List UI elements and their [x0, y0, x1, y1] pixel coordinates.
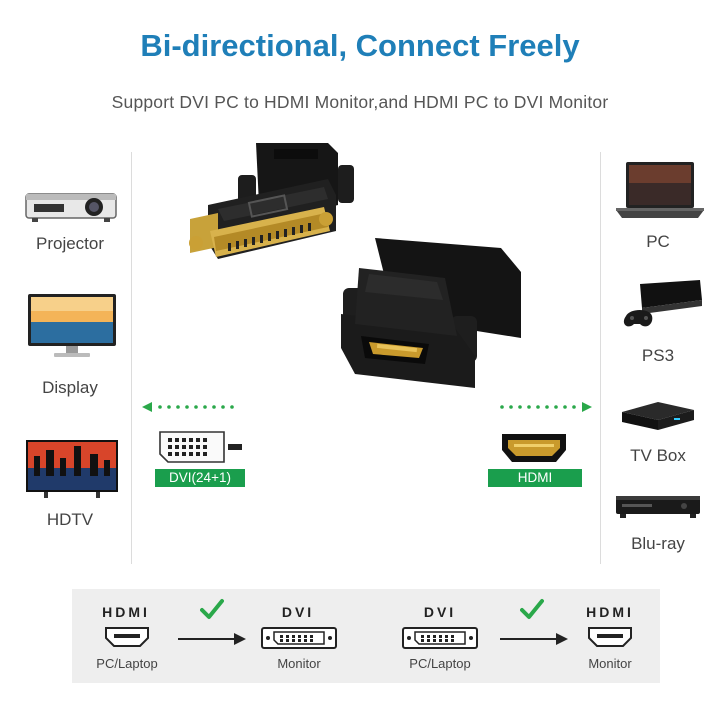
arrow-left-icon — [142, 400, 238, 414]
flow1-source-title: HDMI — [102, 604, 150, 620]
hdmi-port-small-icon — [587, 626, 633, 648]
game-console-icon — [620, 278, 704, 336]
dvi-port-small-icon — [401, 626, 479, 650]
monitor-icon — [26, 292, 118, 360]
left-divider — [131, 152, 132, 564]
flow2-source-title: DVI — [423, 604, 457, 620]
dvi-port-tag: DVI(24+1) — [155, 469, 245, 487]
tv-icon — [24, 438, 120, 500]
right-divider — [600, 152, 601, 564]
flow2-arrow-icon — [500, 632, 568, 646]
flow1-arrow-icon — [178, 632, 246, 646]
tv-box-icon — [618, 398, 698, 434]
device-label-projector: Projector — [35, 234, 105, 253]
hdmi-port-icon — [500, 432, 568, 464]
bluray-player-icon — [614, 492, 702, 522]
flow1-source-sub: PC/Laptop — [96, 656, 158, 671]
flow2-target-title: HDMI — [586, 604, 634, 620]
page-title: Bi-directional, Connect Freely — [140, 28, 580, 63]
flow2-target-sub: Monitor — [588, 656, 632, 671]
device-label-ps3: PS3 — [641, 346, 675, 365]
projector-icon — [22, 190, 120, 226]
hdmi-port-small-icon — [104, 626, 150, 648]
flow1-target-title: DVI — [281, 604, 315, 620]
laptop-icon — [614, 160, 706, 222]
device-label-pc: PC — [646, 232, 670, 251]
device-label-bluray: Blu-ray — [631, 534, 685, 553]
dvi-port-small-icon — [260, 626, 338, 650]
device-label-display: Display — [42, 378, 98, 397]
device-label-tv-box: TV Box — [630, 446, 686, 465]
dvi-port-icon — [158, 430, 244, 464]
page-subtitle: Support DVI PC to HDMI Monitor,and HDMI … — [111, 92, 609, 112]
flow1-target-sub: Monitor — [277, 656, 321, 671]
hdmi-female-adapter-image — [325, 228, 525, 388]
check-icon — [520, 598, 544, 620]
dvi-male-adapter-image — [178, 135, 378, 295]
flow2-source-sub: PC/Laptop — [409, 656, 471, 671]
device-label-hdtv: HDTV — [46, 510, 94, 529]
check-icon — [200, 598, 224, 620]
hdmi-port-tag: HDMI — [488, 469, 582, 487]
arrow-right-icon — [496, 400, 592, 414]
